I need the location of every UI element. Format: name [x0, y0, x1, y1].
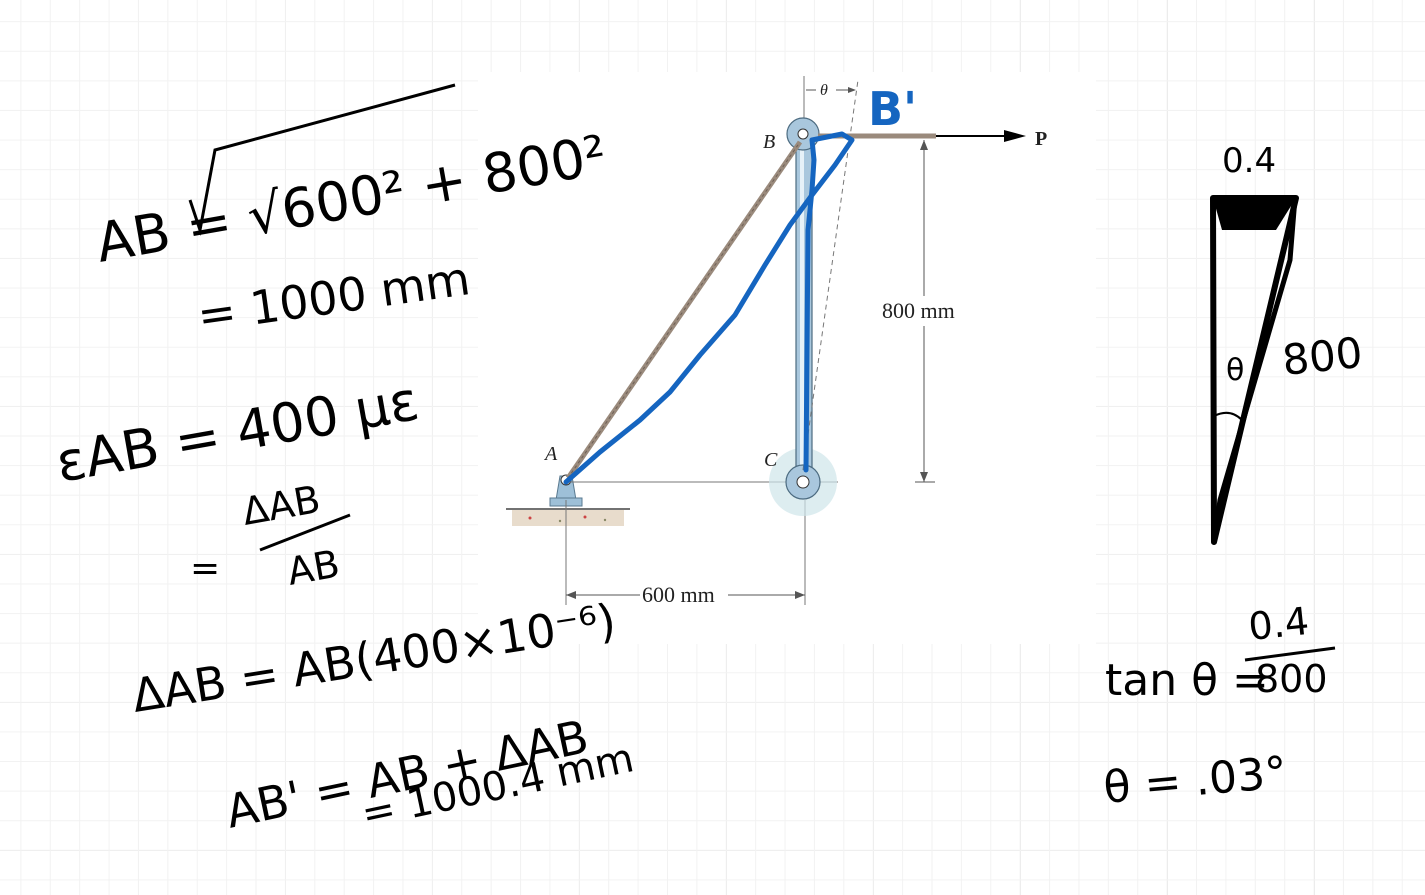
tan-numerator: 0.4 — [1246, 599, 1311, 649]
note-fraction-bar — [259, 513, 351, 552]
triangle-top-label: 0.4 — [1222, 141, 1276, 181]
sqrt-symbol — [188, 83, 456, 236]
triangle-side-label: 800 — [1280, 328, 1365, 385]
theta-result: θ = .03° — [1102, 747, 1289, 814]
label-theta: θ — [820, 82, 828, 99]
tan-denominator: 800 — [1255, 657, 1328, 701]
label-force-p: P — [1035, 128, 1047, 150]
triangle-angle-label: θ — [1226, 353, 1244, 388]
note-equals-sign: = — [190, 548, 220, 589]
label-b: B — [763, 131, 775, 153]
label-b-prime: B' — [868, 82, 917, 136]
deflected-cable-b-prime — [563, 131, 855, 485]
label-dim-600: 600 mm — [642, 582, 715, 607]
label-dim-800: 800 mm — [882, 298, 955, 323]
figure-background — [478, 72, 1096, 644]
deflection-triangle — [1210, 195, 1299, 545]
tan-fraction-bar — [1244, 646, 1336, 662]
note-strain-denominator: AB — [284, 541, 343, 593]
force-arrowhead — [1004, 130, 1026, 142]
label-c: C — [764, 449, 778, 471]
label-a: A — [543, 443, 558, 465]
cable-ab-twist — [567, 141, 801, 479]
tan-lhs: tan θ = — [1105, 655, 1269, 706]
